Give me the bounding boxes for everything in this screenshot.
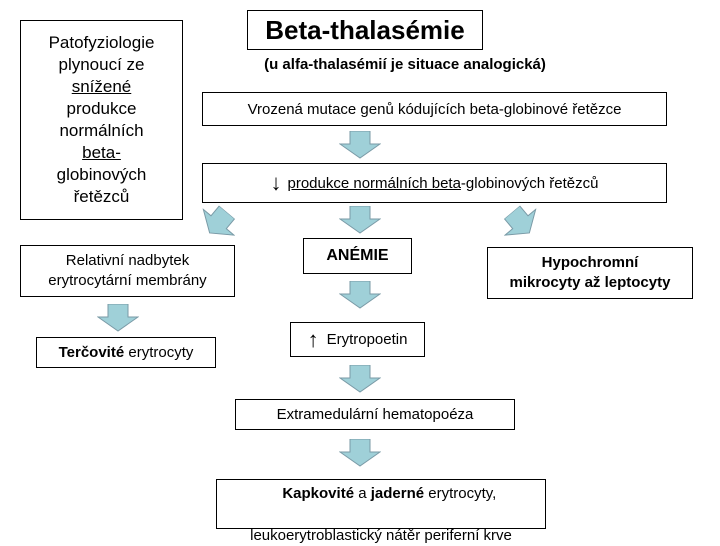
membrane-line: Relativní nadbytek xyxy=(65,252,190,269)
down-right-arrow-icon xyxy=(503,205,537,236)
up-arrow-symbol: ↑ xyxy=(307,326,319,352)
sidebar-line: snížené xyxy=(71,77,132,96)
sidebar-line: globinových xyxy=(56,165,147,184)
arrow-shape xyxy=(339,131,381,159)
erythropoietin-text: Erytropoetin xyxy=(326,331,408,348)
sidebar-line: normálních xyxy=(59,121,144,140)
sidebar-line: produkce xyxy=(66,99,137,118)
down-arrow-icon xyxy=(339,439,381,467)
arrow-shape xyxy=(339,281,381,309)
sidebar-line: plynoucí ze xyxy=(58,55,145,74)
arrow-shape xyxy=(202,205,236,236)
title-text: Beta-thalasémie xyxy=(265,14,465,45)
final-line-1: Kapkovité a jaderné erytrocyty, xyxy=(266,462,497,525)
down-arrow-symbol: ↓ xyxy=(270,170,282,195)
mutation-text: Vrozená mutace genů kódujících beta-glob… xyxy=(247,100,622,118)
sidebar-line: beta- xyxy=(82,143,121,162)
target-cells-rest: erytrocyty xyxy=(124,344,194,361)
membrane-line: erytrocytární membrány xyxy=(48,272,207,289)
anemia-box: ANÉMIE xyxy=(303,238,412,274)
page-title: Beta-thalasémie xyxy=(247,10,483,50)
hematopoiesis-text: Extramedulární hematopoéza xyxy=(276,406,474,423)
down-arrow-icon xyxy=(339,281,381,309)
final-bold-1: Kapkovité xyxy=(282,485,355,502)
sidebar-line: řetězců xyxy=(73,187,130,206)
final-rest-1: erytrocyty, xyxy=(424,485,497,502)
down-arrow-icon xyxy=(339,206,381,234)
down-arrow-icon xyxy=(339,131,381,159)
hypochromic-line: mikrocyty až leptocyty xyxy=(509,274,671,291)
subtitle: (u alfa-thalasémií je situace analogická… xyxy=(200,56,610,73)
final-mid: a xyxy=(354,485,371,502)
reduction-box: ↓ produkce normálních beta-globinových ř… xyxy=(202,163,667,203)
sidebar-box: Patofyziologie plynoucí ze snížené produ… xyxy=(20,20,183,220)
target-cells-bold: Terčovité xyxy=(58,344,125,361)
target-cells-box: Terčovité erytrocyty xyxy=(36,337,216,368)
final-line-2: leukoerytroblastický nátěr periferní krv… xyxy=(250,527,512,544)
down-arrow-icon xyxy=(97,304,139,332)
down-arrow-icon xyxy=(339,365,381,393)
final-box: Kapkovité a jaderné erytrocyty, leukoery… xyxy=(216,479,546,544)
arrow-shape xyxy=(339,439,381,467)
hypochromic-line: Hypochromní xyxy=(541,254,639,271)
hematopoiesis-box: Extramedulární hematopoéza xyxy=(235,399,515,430)
final-bold-2: jaderné xyxy=(370,485,425,502)
sidebar-line: Patofyziologie xyxy=(48,33,155,52)
arrow-shape xyxy=(339,206,381,234)
arrow-shape xyxy=(97,304,139,332)
hypochromic-box: Hypochromní mikrocyty až leptocyty xyxy=(487,247,693,299)
subtitle-text: (u alfa-thalasémií je situace analogická… xyxy=(264,56,546,73)
reduction-underlined: produkce normálních beta xyxy=(287,174,461,192)
erythropoietin-box: ↑ Erytropoetin xyxy=(290,322,425,357)
anemia-text: ANÉMIE xyxy=(326,247,389,264)
arrow-shape xyxy=(503,205,537,236)
reduction-rest: -globinových řetězců xyxy=(460,174,599,192)
arrow-shape xyxy=(339,365,381,393)
membrane-box: Relativní nadbytek erytrocytární membrán… xyxy=(20,245,235,297)
mutation-box: Vrozená mutace genů kódujících beta-glob… xyxy=(202,92,667,126)
down-left-arrow-icon xyxy=(202,205,236,236)
